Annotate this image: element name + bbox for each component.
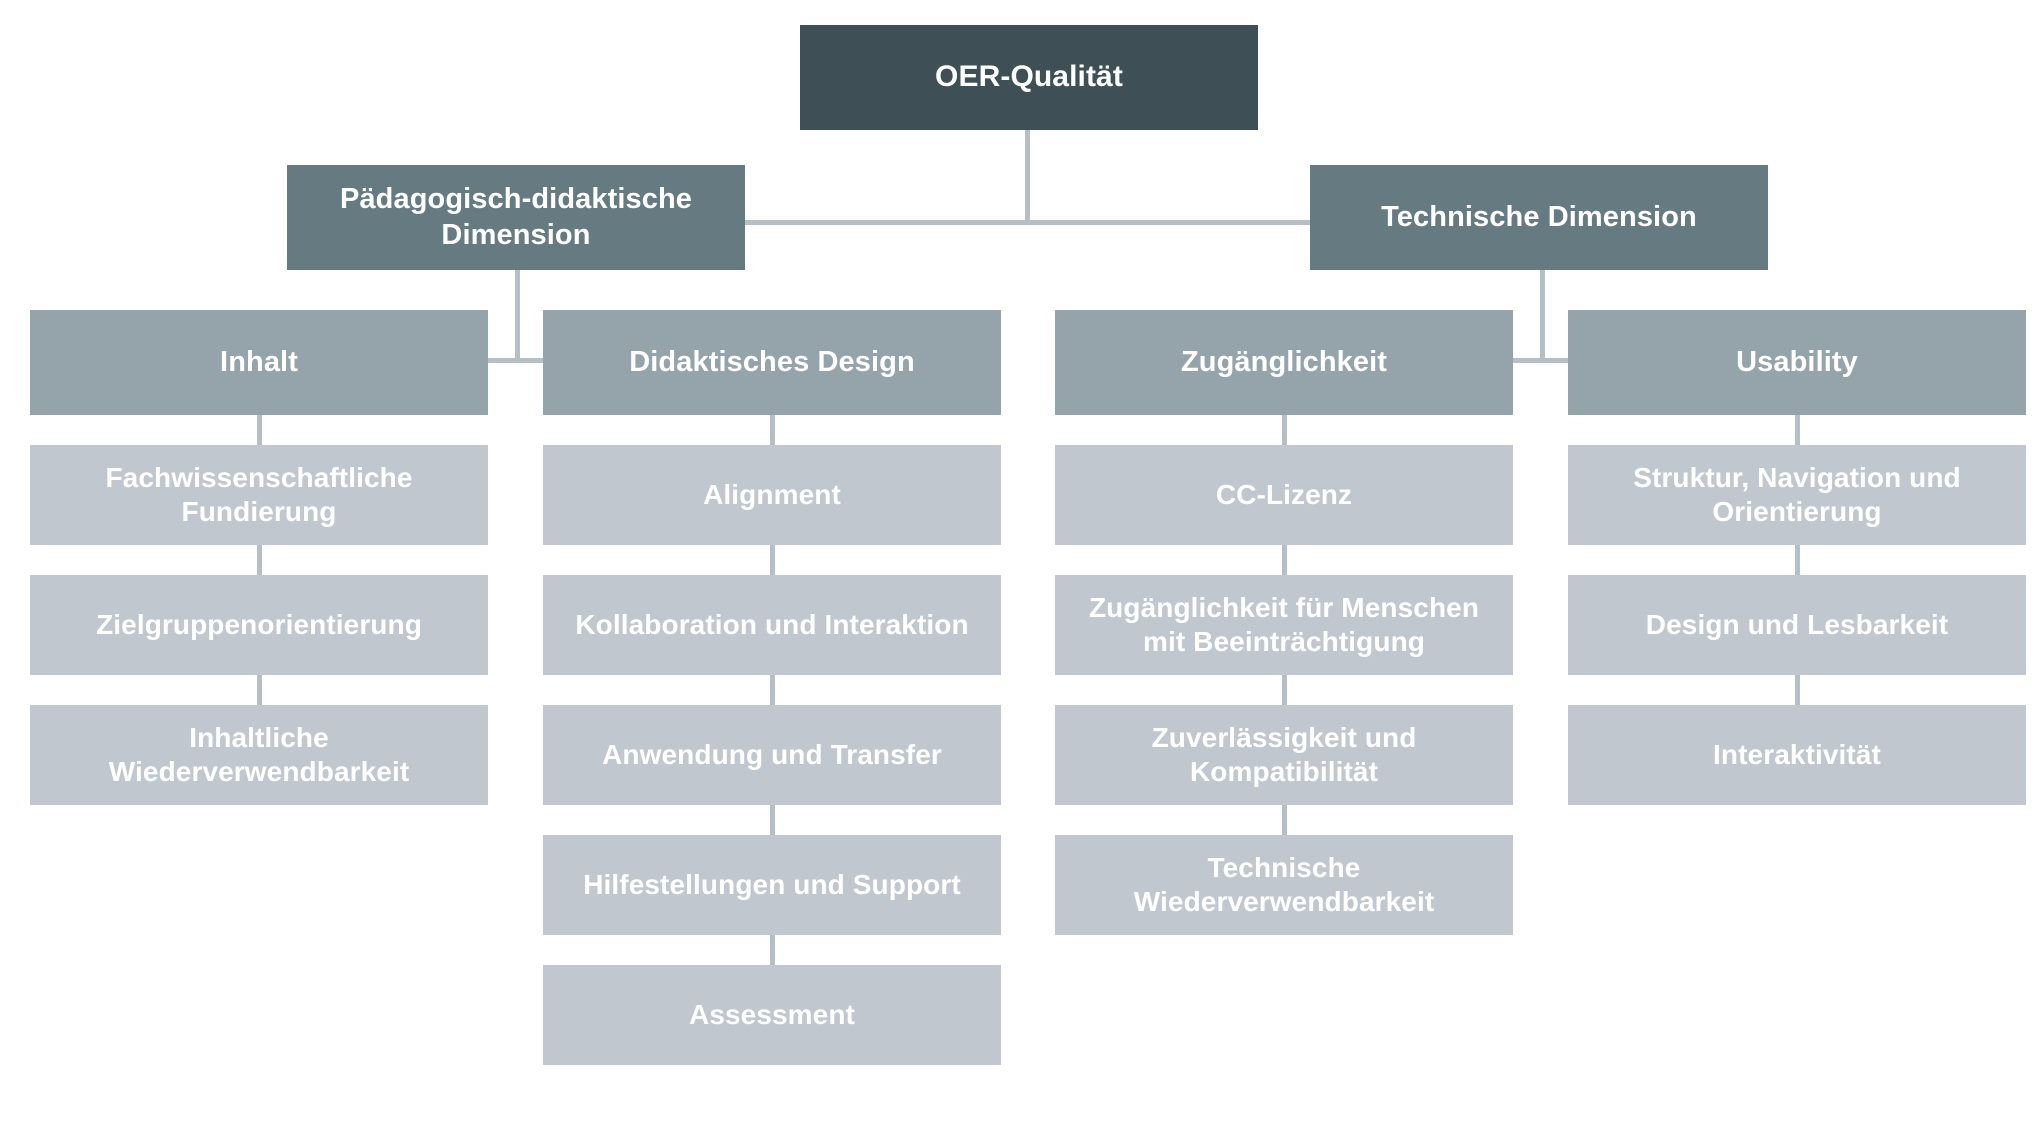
connector-root-stem [1025, 130, 1030, 225]
node-label: Zuverlässigkeit und Kompatibilität [1151, 721, 1417, 787]
node-label: Pädagogisch-didaktische Dimension [340, 183, 692, 251]
node-label: CC-Lizenz [1215, 478, 1353, 510]
node-label: Inhalt [220, 345, 298, 378]
node-dimension-technisch[interactable]: Technische Dimension [1310, 165, 1768, 270]
node-criterion-interaktivitaet[interactable]: Interaktivität [1568, 705, 2026, 805]
node-label: Alignment [703, 478, 841, 510]
connector-col3-seg1 [1282, 415, 1287, 455]
connector-col2-seg1 [770, 415, 775, 455]
node-criterion-zielgruppenorientierung[interactable]: Zielgruppenorientierung [30, 575, 488, 675]
node-criterion-assessment[interactable]: Assessment [543, 965, 1001, 1065]
node-criterion-zuverlaessigkeit-und-kompatibilitaet[interactable]: Zuverlässigkeit und Kompatibilität [1055, 705, 1513, 805]
connector-col2-seg2 [770, 545, 775, 585]
connector-col4-seg3 [1795, 675, 1800, 715]
connector-dim-right-stem [1540, 270, 1545, 362]
node-label: Inhaltliche Wiederverwendbarkeit [108, 721, 410, 787]
node-criterion-zugaenglichkeit-fuer-menschen-mit-beeintraechtigung[interactable]: Zugänglichkeit für Menschen mit Beeinträ… [1055, 575, 1513, 675]
node-label: Zugänglichkeit [1180, 345, 1388, 378]
node-label: Didaktisches Design [629, 345, 915, 378]
connector-col3-seg3 [1282, 675, 1287, 715]
node-dimension-paedagogisch-didaktisch[interactable]: Pädagogisch-didaktische Dimension [287, 165, 745, 270]
node-criterion-anwendung-und-transfer[interactable]: Anwendung und Transfer [543, 705, 1001, 805]
connector-dim-right-bar [1495, 358, 1585, 363]
connector-col4-seg2 [1795, 545, 1800, 585]
node-label: Struktur, Navigation und Orientierung [1633, 461, 1961, 527]
node-criterion-hilfestellungen-und-support[interactable]: Hilfestellungen und Support [543, 835, 1001, 935]
node-label: Kollaboration und Interaktion [575, 608, 969, 640]
node-label: Technische Dimension [1381, 200, 1697, 233]
node-criterion-cc-lizenz[interactable]: CC-Lizenz [1055, 445, 1513, 545]
connector-dim-left-bar [470, 358, 560, 363]
connector-col3-seg2 [1282, 545, 1287, 585]
node-label: Assessment [689, 998, 855, 1030]
connector-col1-seg2 [257, 545, 262, 585]
node-category-inhalt[interactable]: Inhalt [30, 310, 488, 415]
node-label: Zugänglichkeit für Menschen mit Beeinträ… [1088, 591, 1480, 657]
node-criterion-struktur-navigation-und-orientierung[interactable]: Struktur, Navigation und Orientierung [1568, 445, 2026, 545]
node-criterion-inhaltliche-wiederverwendbarkeit[interactable]: Inhaltliche Wiederverwendbarkeit [30, 705, 488, 805]
connector-col2-seg3 [770, 675, 775, 715]
node-criterion-technische-wiederverwendbarkeit[interactable]: Technische Wiederverwendbarkeit [1055, 835, 1513, 935]
connector-col1-seg3 [257, 675, 262, 715]
node-category-didaktisches-design[interactable]: Didaktisches Design [543, 310, 1001, 415]
node-label: OER-Qualität [935, 60, 1123, 94]
node-label: Interaktivität [1713, 738, 1881, 770]
node-label: Zielgruppenorientierung [96, 608, 422, 640]
node-category-zugaenglichkeit[interactable]: Zugänglichkeit [1055, 310, 1513, 415]
node-criterion-fachwissenschaftliche-fundierung[interactable]: Fachwissenschaftliche Fundierung [30, 445, 488, 545]
node-category-usability[interactable]: Usability [1568, 310, 2026, 415]
connector-dim-left-stem [515, 270, 520, 362]
node-label: Hilfestellungen und Support [583, 868, 961, 900]
node-label: Fachwissenschaftliche Fundierung [105, 461, 413, 527]
node-label: Technische Wiederverwendbarkeit [1133, 851, 1435, 917]
connector-col3-seg4 [1282, 805, 1287, 845]
node-criterion-design-und-lesbarkeit[interactable]: Design und Lesbarkeit [1568, 575, 2026, 675]
connector-col4-seg1 [1795, 415, 1800, 455]
node-criterion-alignment[interactable]: Alignment [543, 445, 1001, 545]
node-criterion-kollaboration-und-interaktion[interactable]: Kollaboration und Interaktion [543, 575, 1001, 675]
node-root-oer-qualitaet[interactable]: OER-Qualität [800, 25, 1258, 130]
connector-col2-seg4 [770, 805, 775, 845]
connector-col2-seg5 [770, 935, 775, 975]
node-label: Anwendung und Transfer [602, 738, 942, 770]
node-label: Usability [1736, 345, 1858, 378]
connector-dimension-bar [745, 220, 1310, 225]
node-label: Design und Lesbarkeit [1645, 608, 1949, 640]
